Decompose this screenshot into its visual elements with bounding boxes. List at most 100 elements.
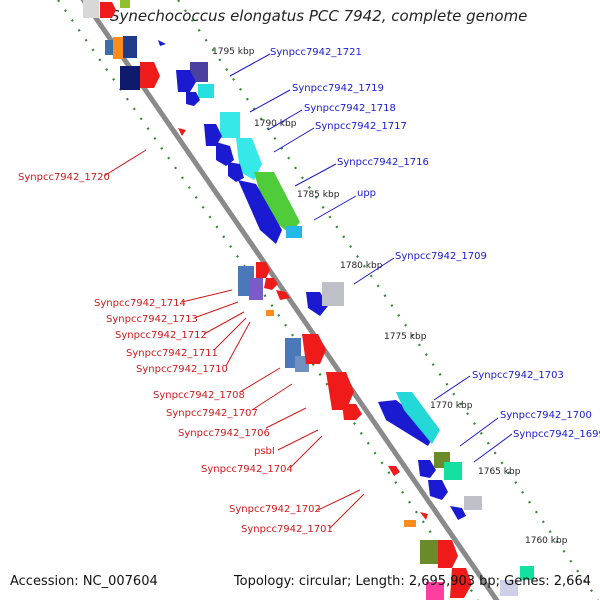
leader-line	[459, 417, 499, 447]
leader-line	[193, 301, 239, 319]
gene-glyph[interactable]	[450, 568, 472, 598]
leader-line	[181, 289, 233, 303]
gene-glyph[interactable]	[176, 70, 196, 92]
accession-text: Accession: NC_007604	[10, 574, 158, 589]
gene-glyph[interactable]	[256, 262, 270, 278]
gene-glyph[interactable]	[326, 372, 354, 410]
gene-label[interactable]: Synpcc7942_1720	[18, 172, 110, 183]
gene-glyph[interactable]	[254, 172, 300, 234]
gene-glyph[interactable]	[158, 40, 166, 46]
gene-label[interactable]: Synpcc7942_1703	[472, 370, 564, 381]
gene-glyph[interactable]	[140, 62, 160, 88]
gene-glyph[interactable]	[420, 540, 438, 564]
gene-glyph[interactable]	[105, 40, 114, 55]
gene-glyph[interactable]	[302, 334, 326, 364]
gene-glyph[interactable]	[404, 520, 416, 527]
gene-glyph[interactable]	[420, 512, 428, 520]
gene-glyph[interactable]	[186, 92, 200, 106]
gene-label[interactable]: Synpcc7942_1710	[136, 364, 228, 375]
gene-glyph[interactable]	[444, 462, 462, 480]
gene-glyph[interactable]	[500, 580, 518, 596]
gene-glyph[interactable]	[450, 506, 466, 520]
gene-glyph[interactable]	[388, 466, 400, 476]
gene-label[interactable]: Synpcc7942_1717	[315, 121, 407, 132]
gene-label[interactable]: Synpcc7942_1713	[106, 314, 198, 325]
leader-line	[473, 433, 513, 463]
forward-gene-labels: Synpcc7942_1721 Synpcc7942_1719 Synpcc79…	[229, 47, 600, 463]
kbp-label: 1760 kbp	[525, 536, 568, 546]
reverse-gene-labels: Synpcc7942_1720 Synpcc7942_1714 Synpcc79…	[18, 149, 365, 535]
gene-glyph[interactable]	[190, 62, 208, 82]
leader-line	[229, 53, 271, 77]
gene-glyph[interactable]	[178, 128, 186, 136]
gene-label[interactable]: Synpcc7942_1714	[94, 298, 186, 309]
leader-line	[433, 375, 471, 401]
gene-label[interactable]: psbI	[254, 446, 275, 457]
map-title: Synechococcus elongatus PCC 7942, comple…	[110, 7, 528, 25]
gene-glyph[interactable]	[198, 84, 214, 98]
gene-glyph[interactable]	[216, 142, 234, 166]
gene-glyph[interactable]	[378, 400, 436, 446]
leader-line	[265, 407, 307, 429]
gene-label[interactable]: Synpcc7942_1706	[178, 428, 270, 439]
gene-label[interactable]: Synpcc7942_1707	[166, 408, 258, 419]
forward-strand-genes	[158, 40, 534, 596]
leader-line	[313, 195, 357, 221]
gene-label[interactable]: Synpcc7942_1718	[304, 103, 396, 114]
reverse-strand-genes	[83, 0, 472, 600]
gene-glyph[interactable]	[426, 582, 444, 600]
gene-glyph[interactable]	[120, 66, 140, 90]
gene-glyph[interactable]	[204, 124, 222, 146]
gene-glyph[interactable]	[113, 37, 123, 59]
gene-glyph[interactable]	[120, 0, 130, 8]
gene-label[interactable]: Synpcc7942_1721	[270, 47, 362, 58]
gene-glyph[interactable]	[266, 310, 274, 316]
gene-label[interactable]: Synpcc7942_1702	[229, 504, 321, 515]
leader-line	[249, 89, 291, 113]
gene-glyph[interactable]	[438, 540, 458, 568]
gene-glyph[interactable]	[396, 392, 440, 444]
gene-glyph[interactable]	[418, 460, 436, 478]
gene-glyph[interactable]	[100, 2, 116, 18]
gene-glyph[interactable]	[236, 138, 262, 180]
gene-glyph[interactable]	[286, 226, 302, 238]
gene-label[interactable]: Synpcc7942_1709	[395, 251, 487, 262]
gene-glyph[interactable]	[322, 282, 344, 306]
leader-line	[294, 163, 337, 187]
gene-glyph[interactable]	[264, 278, 278, 290]
gene-label[interactable]: Synpcc7942_1711	[126, 348, 218, 359]
gene-label[interactable]: upp	[357, 188, 376, 199]
kbp-label: 1790 kbp	[254, 119, 297, 129]
kbp-markers: 1795 kbp 1790 kbp 1785 kbp 1780 kbp 1775…	[212, 47, 568, 546]
gene-label[interactable]: Synpcc7942_1712	[115, 330, 207, 341]
gene-glyph[interactable]	[83, 0, 99, 18]
gene-label[interactable]: Synpcc7942_1704	[201, 464, 293, 475]
gene-label[interactable]: Synpcc7942_1708	[153, 390, 245, 401]
gene-glyph[interactable]	[249, 278, 263, 300]
kbp-label: 1780 kbp	[340, 261, 383, 271]
gene-glyph[interactable]	[464, 496, 482, 510]
leader-line	[251, 383, 293, 411]
leader-line	[329, 493, 365, 529]
kbp-label: 1770 kbp	[430, 401, 473, 411]
gene-glyph[interactable]	[520, 566, 534, 580]
genome-backbone	[80, 0, 500, 600]
gene-glyph[interactable]	[220, 112, 240, 138]
gene-label[interactable]: Synpcc7942_1699	[513, 429, 600, 440]
gene-glyph[interactable]	[123, 36, 137, 58]
gene-glyph[interactable]	[428, 480, 448, 500]
kbp-label: 1785 kbp	[297, 190, 340, 200]
leader-line	[317, 489, 361, 511]
gene-label[interactable]: Synpcc7942_1701	[241, 524, 333, 535]
gene-label[interactable]: Synpcc7942_1700	[500, 410, 592, 421]
gene-glyph[interactable]	[342, 404, 362, 420]
gene-glyph[interactable]	[276, 290, 290, 300]
gene-label[interactable]: Synpcc7942_1719	[292, 83, 384, 94]
kbp-label: 1775 kbp	[384, 332, 427, 342]
gene-glyph[interactable]	[228, 162, 244, 182]
leader-line	[239, 367, 281, 393]
gene-label[interactable]: Synpcc7942_1716	[337, 157, 429, 168]
gene-glyph[interactable]	[238, 180, 282, 244]
leader-line	[289, 435, 323, 469]
